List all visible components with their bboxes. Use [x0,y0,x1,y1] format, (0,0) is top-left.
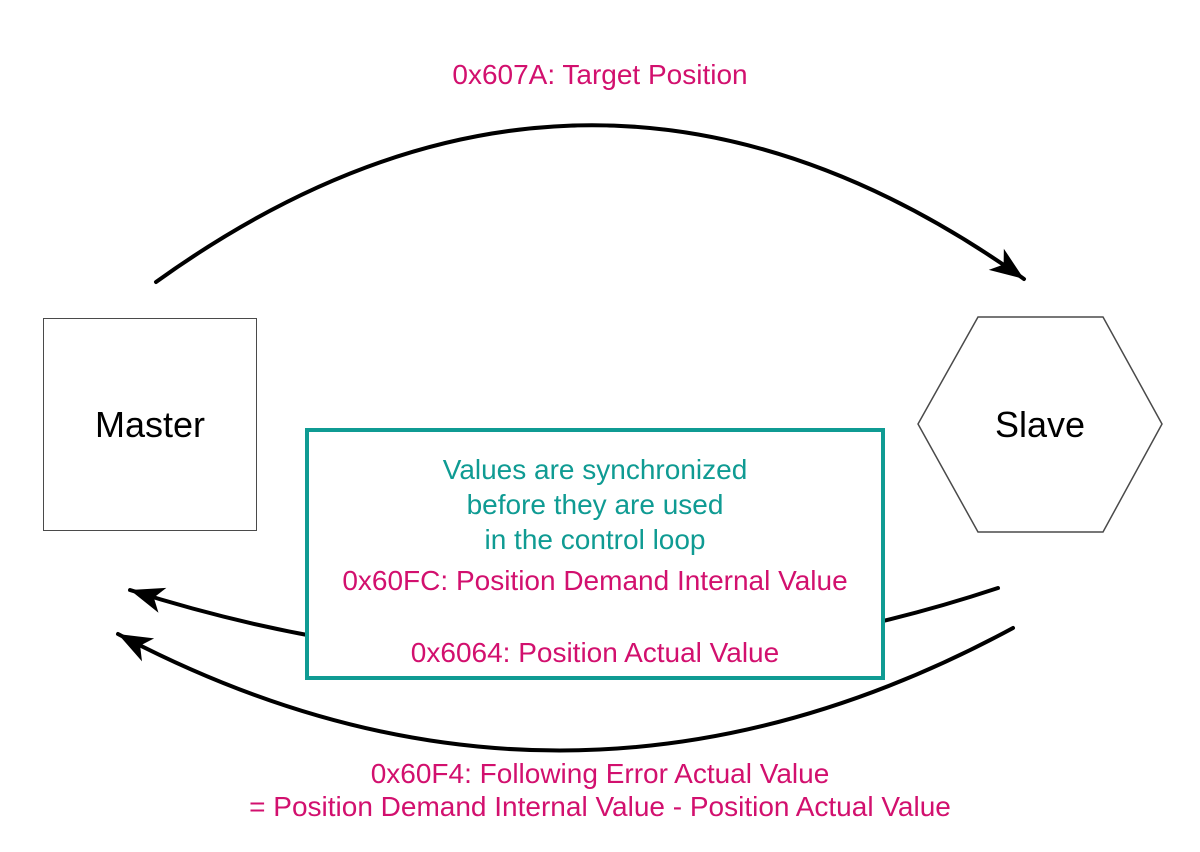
sync-value-position-actual: 0x6064: Position Actual Value [410,637,780,668]
bottom-arrow-label-line-2: = Position Demand Internal Value - Posit… [249,791,951,822]
arrow-master-to-slave [154,123,1026,284]
sync-note-line-3: in the control loop [484,524,706,555]
sync-note-box: Values are synchronized before they are … [305,428,885,680]
bottom-arrow-label-line-1: 0x60F4: Following Error Actual Value [370,758,830,789]
slave-hexagon [917,316,1163,533]
bottom-arrow-label: 0x60F4: Following Error Actual Value = P… [0,757,1200,823]
slave-node-label: Slave [994,403,1086,445]
master-node-label: Master [94,403,206,445]
master-node: Master [43,318,257,531]
arrow-slave-to-master-lower [116,626,1015,753]
slave-node: Slave [918,317,1162,532]
sync-note-line-1: Values are synchronized [442,454,748,485]
sync-value-position-demand: 0x60FC: Position Demand Internal Value [342,565,848,596]
top-arrow-label: 0x607A: Target Position [452,59,748,90]
sync-note-line-2: before they are used [466,489,724,520]
sync-note-text: Values are synchronized before they are … [309,452,881,557]
